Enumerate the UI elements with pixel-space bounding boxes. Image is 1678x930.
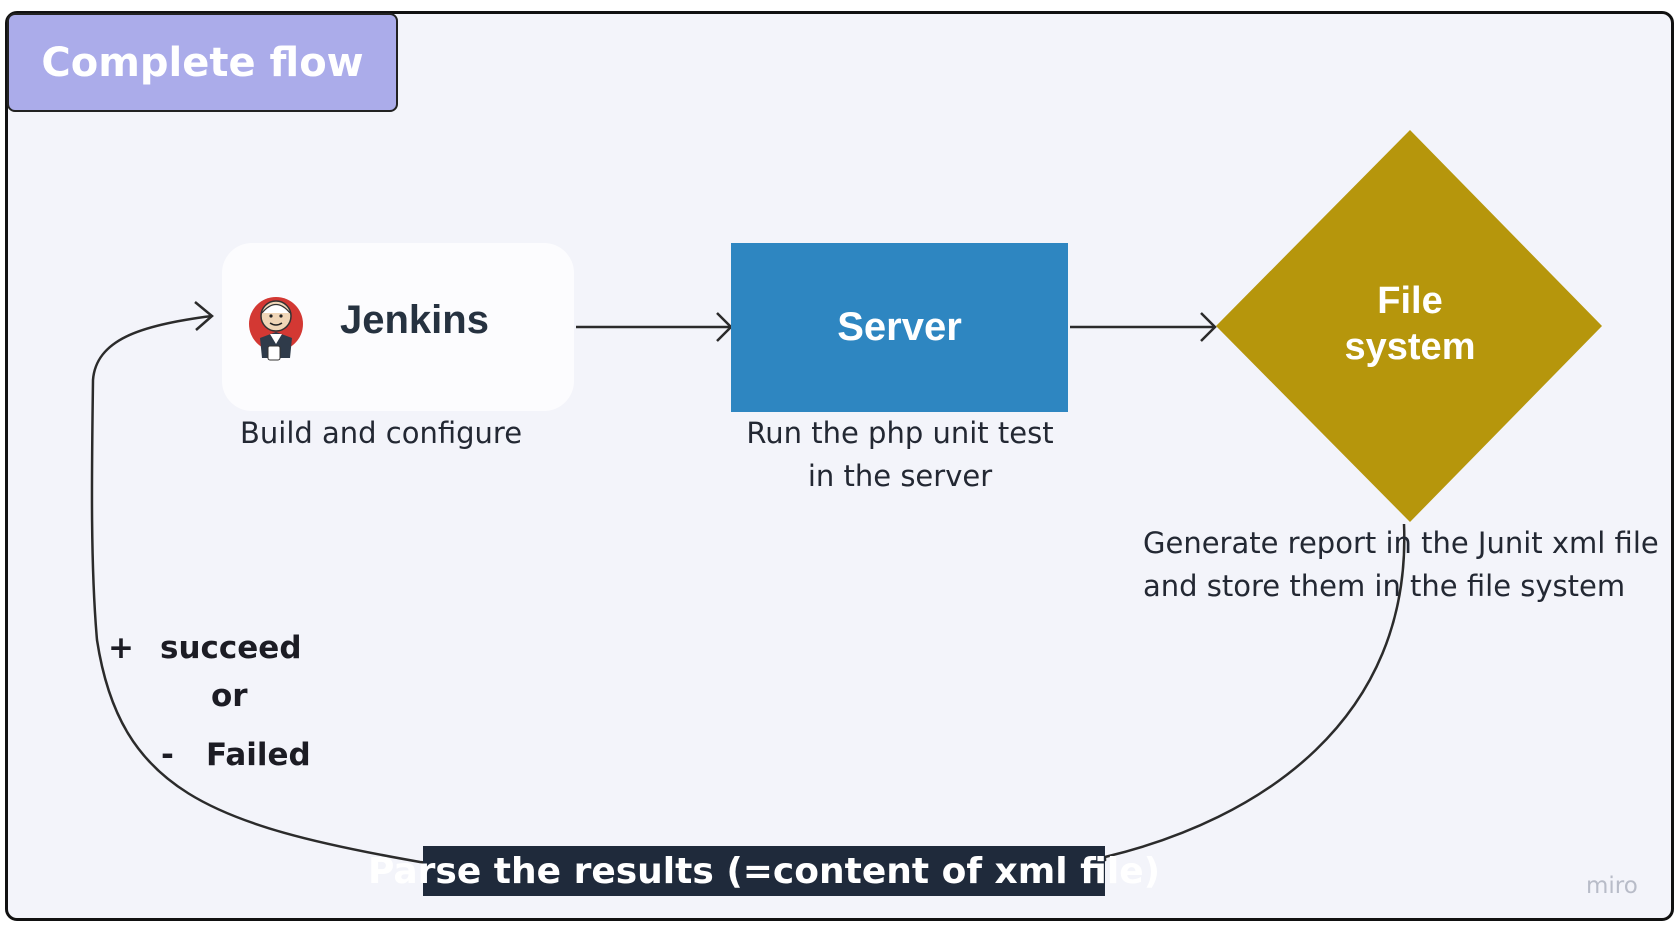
- server-caption-line2: in the server: [807, 459, 993, 493]
- file-system-caption: Generate report in the Junit xml file an…: [1143, 522, 1659, 608]
- result-failed: Failed: [206, 737, 311, 773]
- server-caption: Run the php unit test in the server: [740, 412, 1060, 498]
- result-minus-symbol: -: [161, 737, 174, 773]
- jenkins-label: Jenkins: [340, 298, 489, 342]
- file-system-diamond[interactable]: [1216, 130, 1602, 522]
- server-to-filesystem-arrowhead: [1200, 312, 1217, 342]
- feedback-arrowhead: [194, 301, 214, 331]
- parse-results-text: Parse the results (=content of xml file): [367, 850, 1161, 892]
- result-succeed: succeed: [160, 630, 302, 666]
- server-node[interactable]: Server: [731, 243, 1068, 412]
- result-or: or: [211, 678, 248, 714]
- frame-title-text: Complete flow: [41, 39, 364, 86]
- jenkins-node[interactable]: Jenkins: [222, 243, 574, 411]
- jenkins-caption: Build and configure: [240, 416, 523, 450]
- server-label: Server: [837, 305, 962, 349]
- frame-title[interactable]: Complete flow: [7, 13, 398, 112]
- result-plus-symbol: +: [108, 630, 134, 666]
- file-system-label: File system: [1290, 278, 1530, 370]
- server-caption-line1: Run the php unit test: [746, 416, 1054, 450]
- file-system-label-line1: File: [1377, 280, 1443, 322]
- file-system-caption-line1: Generate report in the Junit xml file: [1143, 526, 1659, 560]
- file-system-caption-line2: and store them in the file system: [1143, 569, 1626, 603]
- file-system-label-line2: system: [1344, 326, 1476, 368]
- parse-results-label[interactable]: Parse the results (=content of xml file): [368, 846, 1160, 896]
- jenkins-logo-icon: [249, 297, 303, 361]
- feedback-curve: [90, 314, 1406, 888]
- miro-watermark: miro: [1586, 873, 1638, 899]
